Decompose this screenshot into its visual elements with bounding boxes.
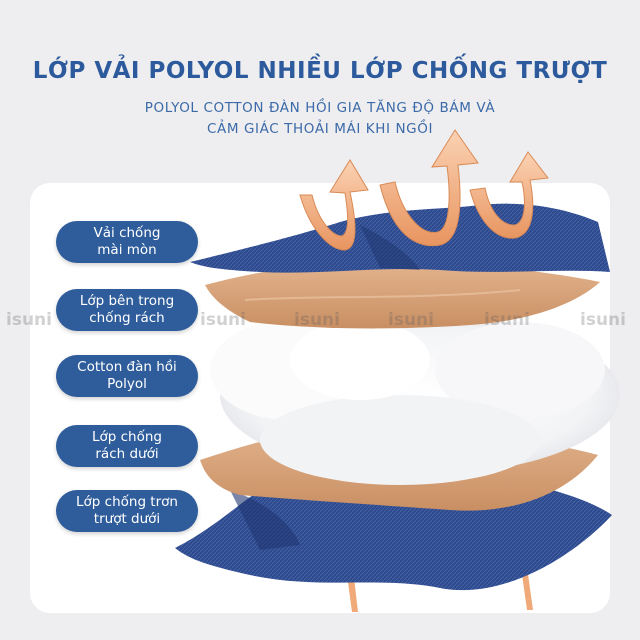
label-line: Lớp chống [91,429,162,445]
watermark-6: isuni [580,310,626,330]
watermark-5: isuni [484,310,530,330]
watermark-2: isuni [200,310,246,330]
label-line: rách dưới [95,446,159,462]
label-line: trượt dưới [93,511,161,527]
label-line: Lớp bên trong [79,293,175,309]
watermark-4: isuni [388,310,434,330]
label-line: Cotton đàn hồi [77,359,177,375]
subtitle-line-2: CẢM GIÁC THOẢI MÁI KHI NGỒI [206,121,434,137]
subtitle-line-1: POLYOL COTTON ĐÀN HỒI GIA TĂNG ĐỘ BÁM VÀ [144,100,496,116]
layer-cotton-polyol [210,315,620,485]
layer-tear-resistant-inner [205,262,600,329]
page-title: LỚP VẢI POLYOL NHIỀU LỚP CHỐNG TRƯỢT [32,58,608,84]
label-line: mài mòn [97,242,157,258]
label-line: chống rách [89,310,165,326]
watermark-3: isuni [294,310,340,330]
page-subtitle: POLYOL COTTON ĐÀN HỒI GIA TĂNG ĐỘ BÁM VÀ… [110,98,530,140]
label-line: Lớp chống trơn [76,494,178,510]
arrows-up-icon [299,129,549,251]
layer-abrasion-resistant-top [190,203,610,273]
label-line: Polyol [107,376,147,392]
watermark-1: isuni [6,310,52,330]
label-line: Vải chống [93,225,161,241]
